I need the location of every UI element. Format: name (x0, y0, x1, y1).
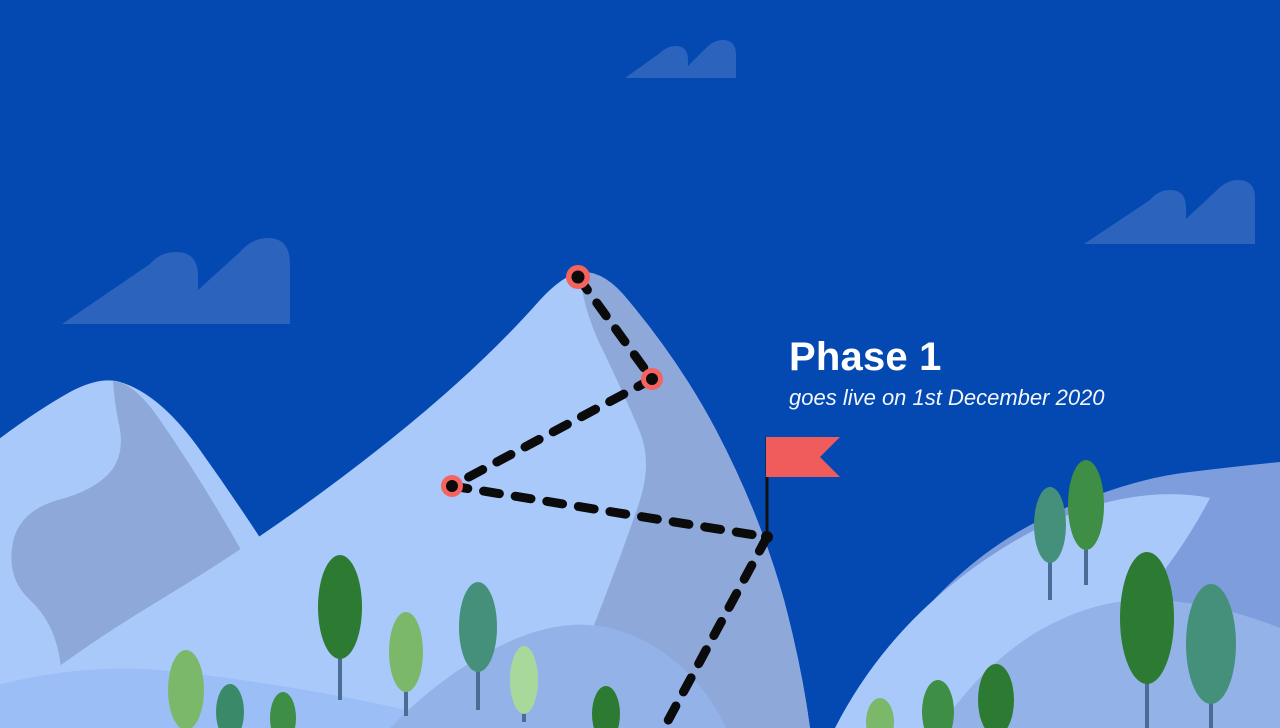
route-segment-ridge-to-west (447, 374, 657, 491)
foreground-ridge-mid (390, 624, 726, 728)
right-hill-light (835, 494, 1210, 728)
tree-canopy (1186, 584, 1236, 704)
center-mountain-shadow (560, 271, 810, 728)
route-segment-west-to-flag (447, 481, 772, 542)
flag-base-point (761, 531, 773, 543)
tree-canopy (1034, 487, 1066, 563)
tree-canopy (592, 686, 620, 728)
tree-group (168, 460, 1236, 728)
tree-canopy (1068, 460, 1104, 550)
tree-canopy (389, 612, 423, 692)
tree-canopy (459, 582, 497, 672)
tree-canopy (922, 680, 954, 728)
marker-core (646, 373, 658, 385)
tree-canopy (168, 650, 204, 728)
tree-canopy (978, 664, 1014, 728)
cloud-left-icon (62, 238, 290, 324)
route-segment-flag-to-offscreen (659, 532, 772, 728)
waypoint-ridge-marker[interactable] (641, 368, 663, 390)
tree-canopy (318, 555, 362, 659)
flag-banner (766, 437, 840, 477)
route-segment-summit-to-ridge (573, 272, 657, 384)
dashed-route (447, 272, 772, 728)
cloud-right-icon (1084, 180, 1255, 244)
marker-core (446, 480, 458, 492)
waypoint-west-marker[interactable] (441, 475, 463, 497)
tree-canopy (866, 698, 894, 728)
tree-canopy (216, 684, 244, 728)
marker-core (571, 270, 585, 284)
tree-canopy (510, 646, 538, 714)
phase-flag (761, 437, 840, 543)
tree-canopy (1120, 552, 1174, 684)
waypoint-group[interactable] (441, 265, 663, 497)
waypoint-summit-marker[interactable] (566, 265, 590, 289)
cloud-group (62, 40, 1255, 324)
tree-canopy (270, 692, 296, 728)
cloud-top-icon (625, 40, 736, 78)
